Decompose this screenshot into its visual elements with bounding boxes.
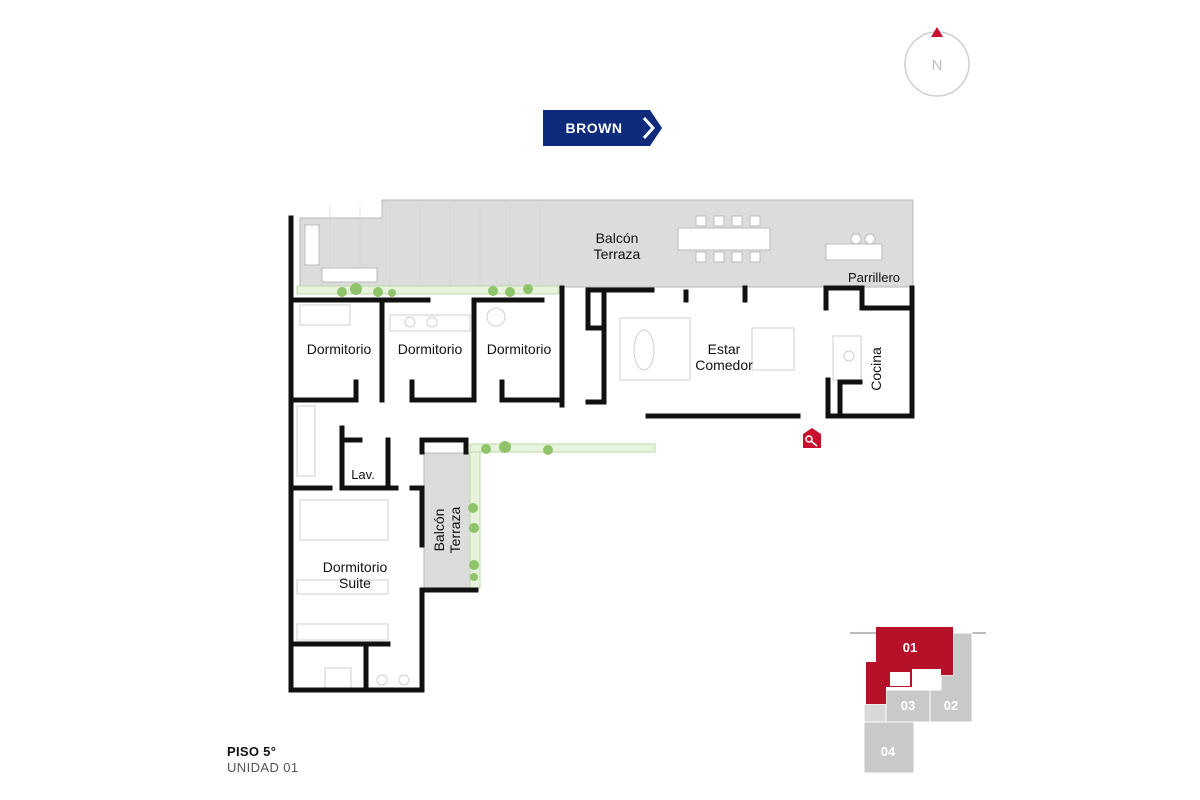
planter-strip [469,443,656,453]
label-balcon-side: Balcón [431,509,447,552]
label-estar: Estar [708,341,741,357]
label-dormitorio-3: Dormitorio [487,341,552,357]
floor-info: PISO 5° UNIDAD 01 [227,744,299,776]
key-entrance-icon [803,428,821,448]
unit-04-shape [863,721,915,774]
terrace-table [677,215,771,263]
furniture [296,304,862,689]
unit-01-label: 01 [903,640,917,655]
unit-label: UNIDAD 01 [227,760,299,775]
lounge-furniture [304,224,378,283]
label-dormitorio-1: Dormitorio [307,341,372,357]
compass: N [904,27,970,97]
unit-01-cutout [890,672,910,686]
unit-04-label: 04 [881,744,896,759]
label-balcon-terraza-top: Balcón [596,230,639,246]
label-comedor: Comedor [695,357,753,373]
balcony-terrace-side [423,452,479,589]
unit-key-map: 01 02 03 04 [850,627,986,774]
floor-label: PISO 5° [227,744,277,759]
street-name: BROWN [566,120,623,136]
label-parrillero: Parrillero [848,270,900,285]
unit-03-label: 03 [901,698,915,713]
grill-counter [825,233,883,261]
compass-label: N [932,57,943,74]
label-suite: Suite [339,575,371,591]
label-balcon-terraza-top-2: Terraza [594,246,641,262]
label-dormitorio-2: Dormitorio [398,341,463,357]
label-lav: Lav. [351,467,375,482]
label-dormitorio-suite: Dormitorio [323,559,388,575]
label-terraza-side: Terraza [447,506,463,553]
north-arrow-icon [931,27,943,37]
chevron-right-icon [642,116,656,140]
unit-02-label: 02 [944,698,958,713]
plants [337,283,553,581]
unit-03-annex [863,703,887,723]
unit-01-shape [866,627,953,704]
planter-strip-top [296,285,560,295]
label-cocina: Cocina [868,347,884,391]
street-sign: BROWN [543,110,662,146]
walls [288,215,915,693]
street-sign-shape [543,110,662,146]
